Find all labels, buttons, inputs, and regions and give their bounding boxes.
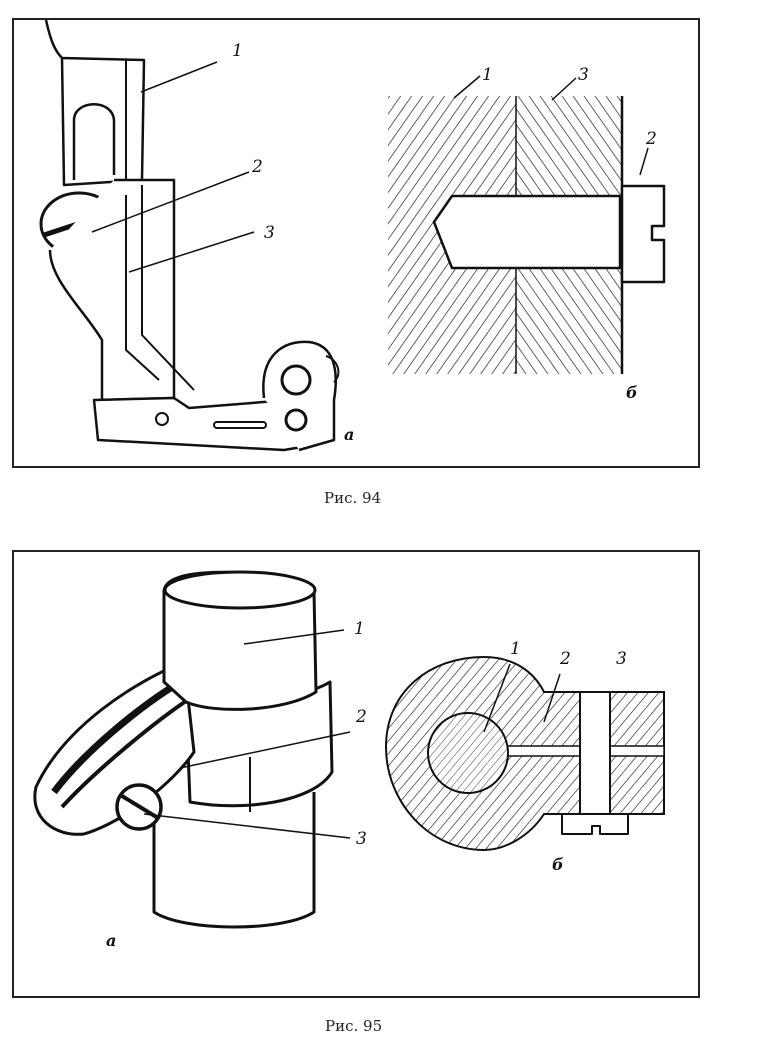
label95-a-1: 1 — [354, 619, 365, 639]
label95-b-1: 1 — [510, 639, 521, 659]
sublabel-a: а — [344, 425, 354, 444]
clamp-collar-illustration — [33, 570, 334, 929]
left-leader-lines — [91, 61, 255, 273]
left-leader-lines-95 — [143, 629, 351, 839]
figure-94-caption: Рис. 94 — [324, 489, 382, 507]
sublabel95-b: б — [552, 855, 564, 874]
right-leader-lines-95 — [483, 663, 561, 733]
label-a-2: 2 — [251, 157, 263, 177]
right-leader-lines — [453, 75, 649, 176]
label-a-3: 3 — [264, 223, 275, 243]
section-drawing-b — [388, 96, 666, 374]
figure-95-frame: 1 2 3 а 1 2 3 б — [12, 550, 700, 998]
label-a-1: 1 — [232, 41, 243, 61]
label-b-2: 2 — [645, 129, 657, 149]
label-b-1: 1 — [482, 65, 493, 85]
sublabel95-a: а — [106, 931, 116, 950]
figure-94-frame: 1 2 3 а 1 3 2 б — [12, 18, 700, 468]
presser-foot-illustration — [39, 19, 340, 452]
label95-b-3: 3 — [616, 649, 627, 669]
label95-b-2: 2 — [559, 649, 571, 669]
figure-94-drawing: 1 2 3 а 1 3 2 б — [39, 19, 666, 452]
clamp-section-drawing-b — [384, 655, 665, 852]
sublabel-b: б — [626, 383, 638, 402]
label95-a-2: 2 — [355, 707, 367, 727]
figure-95-drawing: 1 2 3 а 1 2 3 б — [33, 570, 665, 950]
figure-95-caption: Рис. 95 — [325, 1017, 383, 1035]
label-b-3: 3 — [578, 65, 589, 85]
label95-a-3: 3 — [356, 829, 367, 849]
